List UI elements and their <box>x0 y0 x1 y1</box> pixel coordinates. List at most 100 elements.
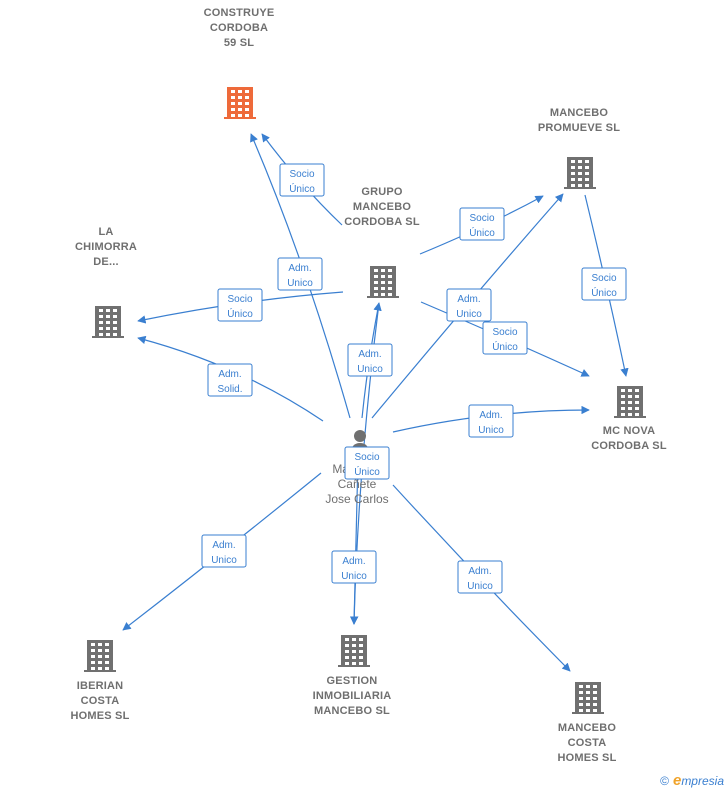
edge-label-box <box>279 163 325 197</box>
building-icon <box>367 266 399 298</box>
footer-brand[interactable]: ©empresia <box>660 772 724 789</box>
edge-label-text: Adm. <box>457 294 480 305</box>
company-node-mc_nova[interactable]: MC NOVA CORDOBA SL <box>591 386 667 452</box>
node-label-line: LA <box>98 226 113 238</box>
node-label-line: CORDOBA SL <box>344 216 420 228</box>
edge-label-text: Adm. <box>468 566 491 577</box>
building-icon <box>92 306 124 338</box>
node-label-line: CORDOBA <box>210 22 268 34</box>
edge-label-text: Unico <box>478 425 504 436</box>
node-label-line: MC NOVA <box>603 425 656 437</box>
node-label-line: MANCEBO <box>558 722 616 734</box>
node-label-line: MANCEBO SL <box>314 705 390 717</box>
company-node-la_chimorra[interactable]: LA CHIMORRA DE... <box>75 226 137 338</box>
node-label-line: COSTA <box>81 695 120 707</box>
node-label-line: HOMES SL <box>557 752 616 764</box>
edge-label-box <box>207 363 253 397</box>
building-icon <box>614 386 646 418</box>
node-label-line: 59 SL <box>224 37 254 49</box>
edge-label-text: Único <box>354 465 380 478</box>
edge-label-box <box>347 343 393 377</box>
edge-label-box <box>482 321 528 355</box>
edge-labels-layer: Adm.UnicoSocioÚnicoSocioÚnicoSocioÚnicoA… <box>201 163 627 594</box>
edge-label-text: Único <box>591 286 617 299</box>
edge-label-text: Adm. <box>358 349 381 360</box>
edge-label-text: Socio <box>591 273 616 284</box>
brand-initial: e <box>672 772 682 789</box>
edge-label-text: Único <box>227 307 253 320</box>
edge-label-box <box>217 288 263 322</box>
edge-label-text: Unico <box>211 555 237 566</box>
edge-label-text: Unico <box>341 571 367 582</box>
building-icon <box>572 682 604 714</box>
edge-label-box <box>277 257 323 291</box>
node-label-line: PROMUEVE SL <box>538 122 620 134</box>
node-label-line: DE... <box>93 256 118 268</box>
edge-label-text: Adm. <box>218 369 241 380</box>
edge-label-text: Socio <box>469 213 494 224</box>
edge-label-text: Socio <box>289 169 314 180</box>
edge-label-text: Unico <box>357 364 383 375</box>
node-label-line: INMOBILIARIA <box>313 690 392 702</box>
company-node-iberian[interactable]: IBERIAN COSTA HOMES SL <box>70 640 129 722</box>
node-label-line: CONSTRUYE <box>204 7 275 19</box>
edge-label-box <box>331 550 377 584</box>
edge-label-text: Único <box>492 340 518 353</box>
edge-label-text: Unico <box>287 278 313 289</box>
edge-label[interactable]: Adm. Unico <box>347 343 393 377</box>
edge-label-text: Solid. <box>217 384 242 395</box>
edge-label-box <box>201 534 247 568</box>
edge-label[interactable]: Adm. Unico <box>457 560 503 594</box>
building-icon <box>338 635 370 667</box>
edge-label-text: Único <box>289 182 315 195</box>
building-icon <box>224 87 256 119</box>
edge-label[interactable]: Adm. Unico <box>277 257 323 291</box>
edge-label-text: Unico <box>456 309 482 320</box>
edge-label[interactable]: Adm. Unico <box>331 550 377 584</box>
building-icon <box>564 157 596 189</box>
edge-label[interactable]: Adm.Unico <box>468 404 514 438</box>
node-label-line: COSTA <box>568 737 607 749</box>
edge-label[interactable]: Adm. Unico <box>446 288 492 322</box>
node-label-line: Jose Carlos <box>325 492 388 506</box>
edge-label-box <box>581 267 627 301</box>
node-label-line: CORDOBA SL <box>591 440 667 452</box>
node-label-line: MANCEBO <box>353 201 411 213</box>
company-node-mancebo_costa[interactable]: MANCEBO COSTA HOMES SL <box>557 682 616 764</box>
edge-label-box <box>446 288 492 322</box>
edges-layer <box>122 133 629 672</box>
building-icon <box>84 640 116 672</box>
node-label-line: HOMES SL <box>70 710 129 722</box>
edge-label-box <box>457 560 503 594</box>
edge-label-text: Adm. <box>342 556 365 567</box>
node-label-line: IBERIAN <box>77 680 124 692</box>
edge-label-text: Socio <box>354 452 379 463</box>
edge-label[interactable]: Adm. Unico <box>201 534 247 568</box>
edge-label[interactable]: Adm. Solid. <box>207 363 253 397</box>
brand-name: mpresia <box>681 774 724 788</box>
edge-label-box <box>344 446 390 480</box>
company-node-construye[interactable]: CONSTRUYE CORDOBA 59 SL <box>204 7 275 119</box>
edge-label-text: Socio <box>492 327 517 338</box>
edge-label-box <box>468 404 514 438</box>
edge-label-text: Socio <box>227 294 252 305</box>
node-label-line: CHIMORRA <box>75 241 137 253</box>
edge-label-text: Único <box>469 226 495 239</box>
node-label-line: GRUPO <box>361 186 403 198</box>
copyright-symbol: © <box>660 774 669 788</box>
node-label-line: Cañete <box>338 477 377 491</box>
edge-label-text: Unico <box>467 581 493 592</box>
edge-label-text: Adm. <box>288 263 311 274</box>
edge-label-text: Adm. <box>212 540 235 551</box>
company-node-grupo_mancebo[interactable]: GRUPO MANCEBO CORDOBA SL <box>344 186 420 298</box>
